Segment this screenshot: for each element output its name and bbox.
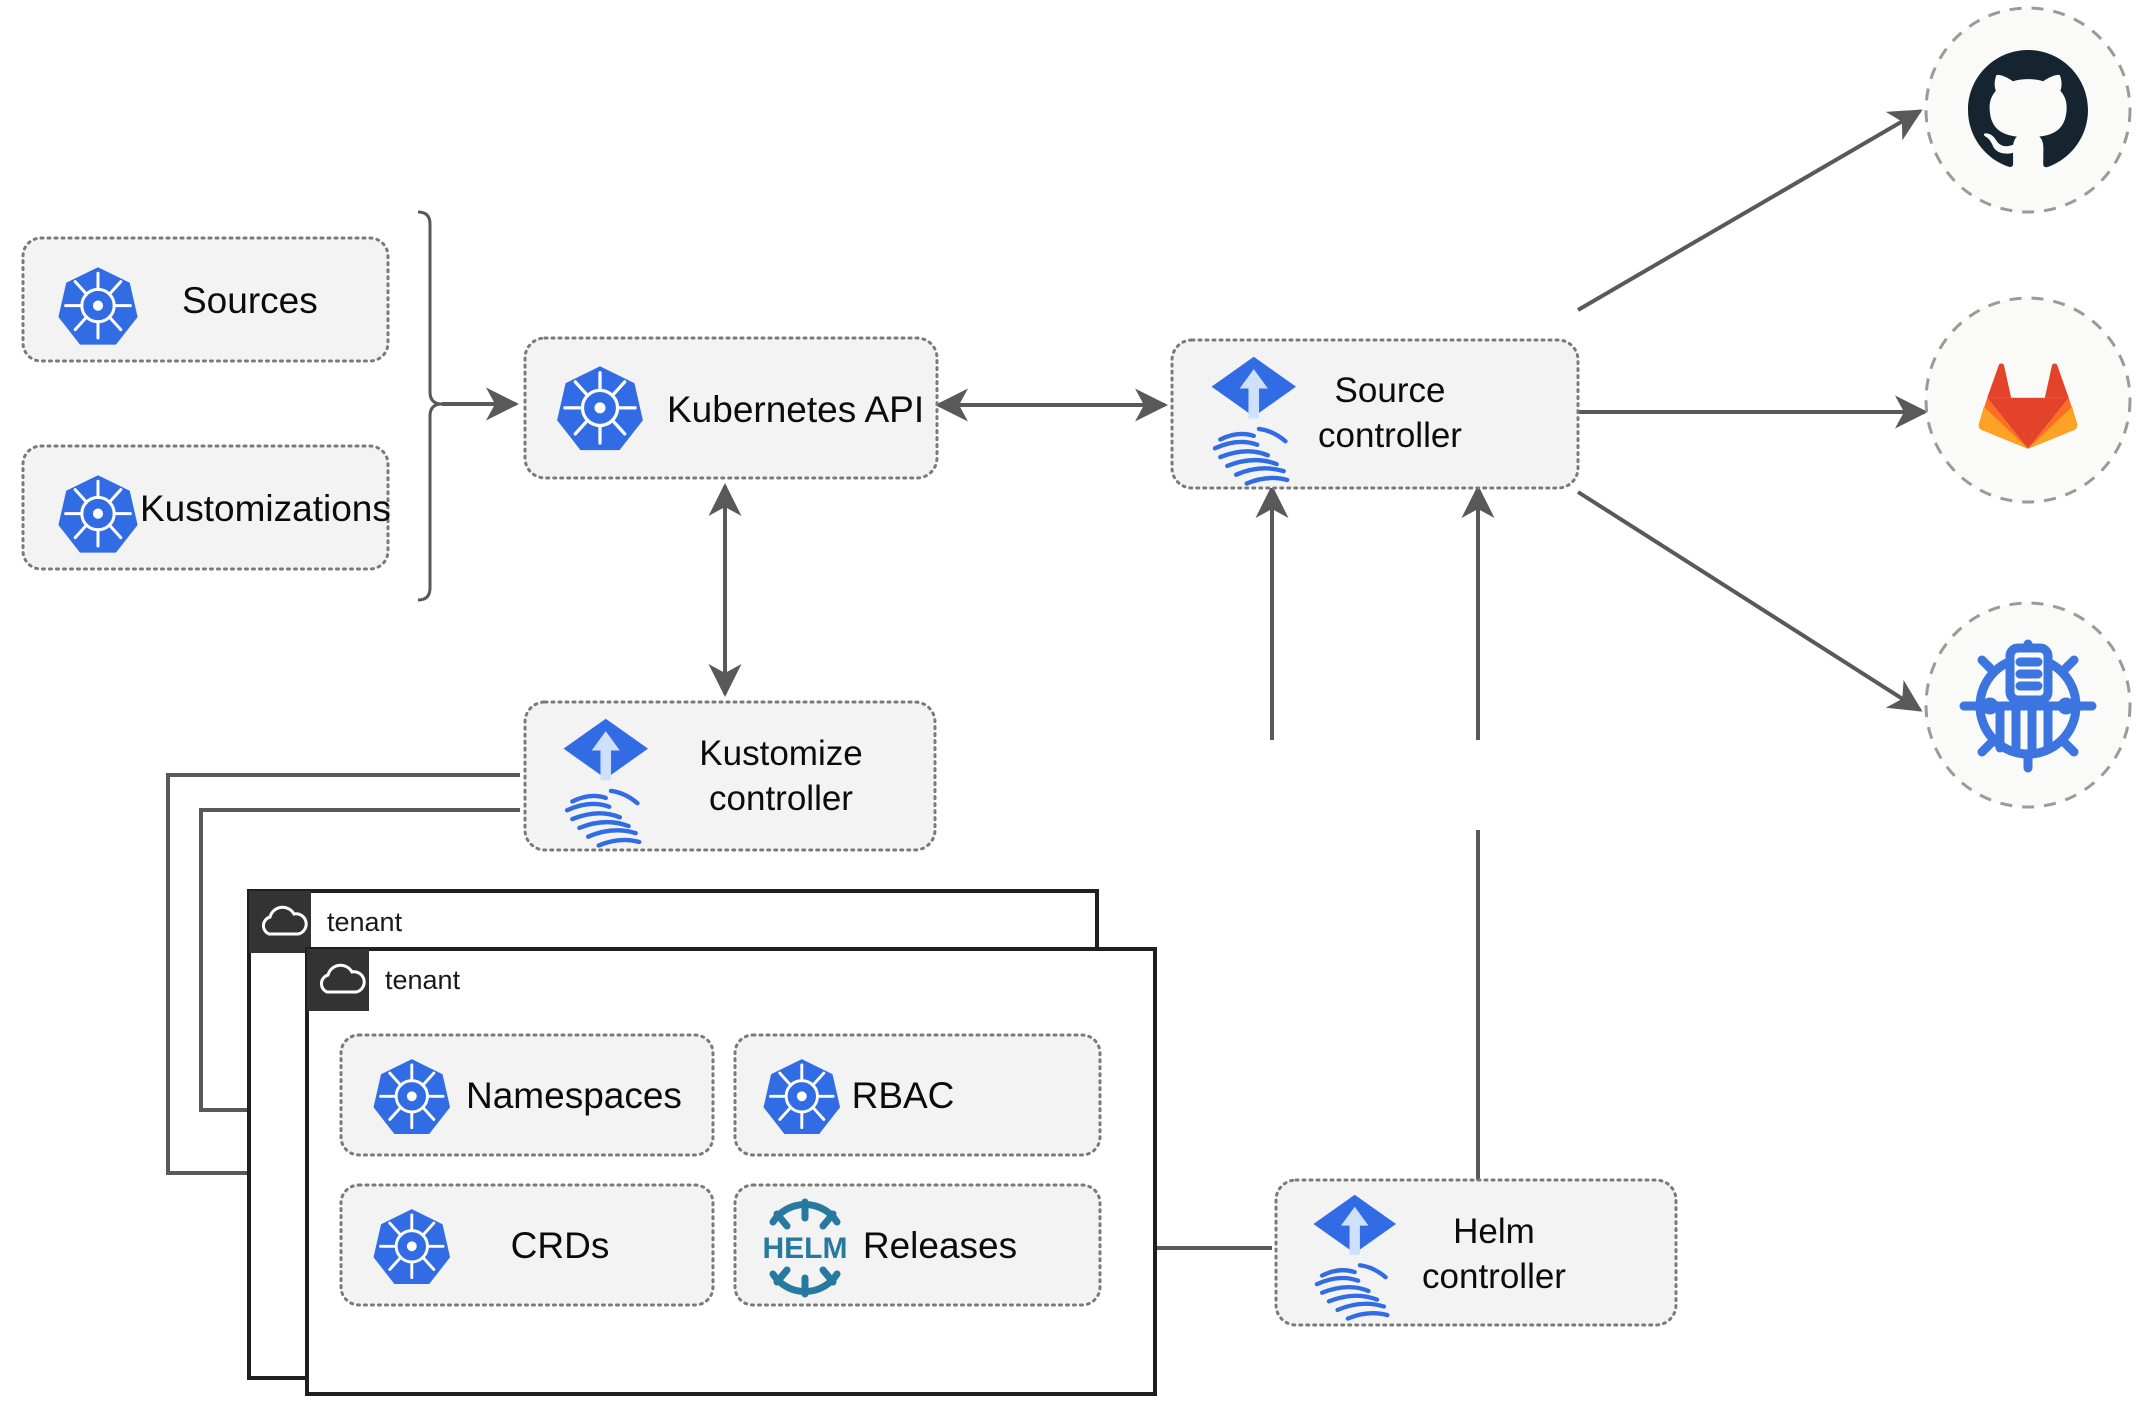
kustomize-controller-label-line1: Kustomize (699, 734, 862, 773)
edge-source-to-bucket (1576, 490, 1923, 712)
node-source-controller[interactable]: Source controller (1170, 338, 1580, 490)
node-releases[interactable]: HELM Releases (733, 1183, 1102, 1307)
node-bucket[interactable] (1924, 601, 2132, 809)
kubernetes-icon (763, 1059, 841, 1134)
namespaces-label: Namespaces (466, 1075, 682, 1116)
gitlab-icon (1978, 363, 2078, 449)
node-sources[interactable]: Sources (21, 236, 390, 363)
kubernetes-icon (373, 1209, 451, 1284)
github-icon (1968, 50, 2088, 168)
node-github[interactable] (1924, 6, 2132, 214)
releases-label: Releases (863, 1225, 1017, 1266)
kubernetes-api-label: Kubernetes API (667, 389, 924, 430)
helm-controller-label-line1: Helm (1453, 1212, 1535, 1251)
node-namespaces[interactable]: Namespaces (339, 1033, 715, 1157)
source-controller-label-line2: controller (1318, 416, 1462, 455)
node-crds[interactable]: CRDs (339, 1183, 715, 1307)
cloud-icon (319, 963, 366, 994)
tenant-label-front: tenant (385, 965, 461, 995)
bucket-icon (1959, 639, 2097, 773)
node-kustomize-controller[interactable]: Kustomize controller (523, 700, 937, 852)
sources-label: Sources (182, 280, 318, 321)
node-gitlab[interactable] (1924, 296, 2132, 504)
helm-icon: HELM (763, 1198, 848, 1298)
crds-label: CRDs (511, 1225, 610, 1266)
kubernetes-icon (58, 475, 138, 553)
kustomize-controller-label-line2: controller (709, 779, 853, 818)
source-controller-label-line1: Source (1335, 371, 1446, 410)
kustomizations-label: Kustomizations (140, 488, 391, 529)
kubernetes-icon (373, 1059, 451, 1134)
tenant-panel-front[interactable]: tenant (305, 947, 1157, 1396)
tenant-label-back: tenant (327, 907, 403, 937)
kubernetes-icon (557, 366, 643, 451)
kubernetes-icon (58, 267, 138, 345)
rbac-label: RBAC (852, 1075, 955, 1116)
helm-controller-label-line2: controller (1422, 1257, 1566, 1296)
node-rbac[interactable]: RBAC (733, 1033, 1102, 1157)
node-kubernetes-api[interactable]: Kubernetes API (523, 336, 939, 480)
node-kustomizations[interactable]: Kustomizations (21, 444, 391, 571)
node-helm-controller[interactable]: Helm controller (1274, 1178, 1678, 1327)
flux-icon (1313, 1194, 1396, 1321)
svg-text:HELM: HELM (763, 1232, 848, 1265)
edge-source-to-github (1576, 109, 1923, 312)
cloud-icon (261, 905, 308, 936)
